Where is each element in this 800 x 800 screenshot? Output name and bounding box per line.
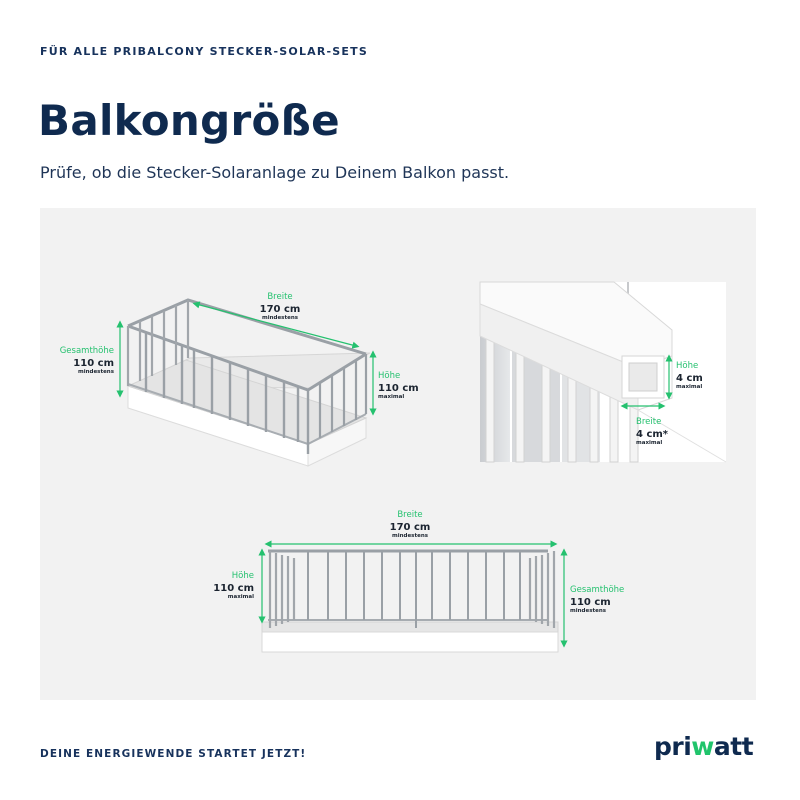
f-height-value: 110 cm	[213, 583, 254, 594]
eyebrow-text: FÜR ALLE PRIBALCONY STECKER-SOLAR-SETS	[40, 45, 368, 58]
profile-width-note: maximal	[636, 440, 662, 446]
f-total-height-label: Gesamthöhe	[570, 585, 624, 595]
p-width-label: Breite	[267, 292, 292, 302]
f-total-height-value: 110 cm	[570, 597, 611, 608]
p-width-value: 170 cm	[260, 304, 301, 315]
f-height-label: Höhe	[232, 571, 254, 581]
page-title: Balkongröße	[38, 96, 340, 145]
profile-height-note: maximal	[676, 384, 702, 390]
diagram-panel: Breite 170 cm mindestens Gesamthöhe 110 …	[40, 208, 756, 700]
p-height-note: maximal	[378, 394, 404, 400]
front-balcony	[258, 540, 568, 653]
p-total-height-value: 110 cm	[73, 358, 114, 369]
f-width-note: mindestens	[392, 533, 429, 539]
footer-slogan: DEINE ENERGIEWENDE STARTET JETZT!	[40, 748, 307, 760]
p-width-note: mindestens	[262, 315, 299, 321]
balcony-diagrams: Breite 170 cm mindestens Gesamthöhe 110 …	[60, 281, 727, 653]
f-total-height-note: mindestens	[570, 608, 607, 614]
f-width-label: Breite	[397, 510, 422, 520]
page-subtitle: Prüfe, ob die Stecker-Solaranlage zu Dei…	[40, 163, 510, 182]
brand-rest: att	[713, 732, 754, 761]
profile-width-label: Breite	[636, 417, 661, 427]
brand-main: pri	[654, 732, 692, 761]
brand-logo: priwatt	[654, 732, 754, 761]
profile-height-label: Höhe	[676, 361, 698, 371]
p-height-value: 110 cm	[378, 383, 419, 394]
perspective-balcony	[116, 298, 377, 467]
brand-accent: w	[691, 732, 714, 761]
profile-width-value: 4 cm*	[636, 429, 669, 440]
profile-closeup	[479, 281, 727, 463]
f-height-note: maximal	[228, 594, 254, 600]
p-total-height-note: mindestens	[78, 369, 115, 375]
profile-height-value: 4 cm	[676, 373, 703, 384]
f-width-value: 170 cm	[390, 522, 431, 533]
p-height-label: Höhe	[378, 371, 400, 381]
p-total-height-label: Gesamthöhe	[60, 346, 114, 356]
